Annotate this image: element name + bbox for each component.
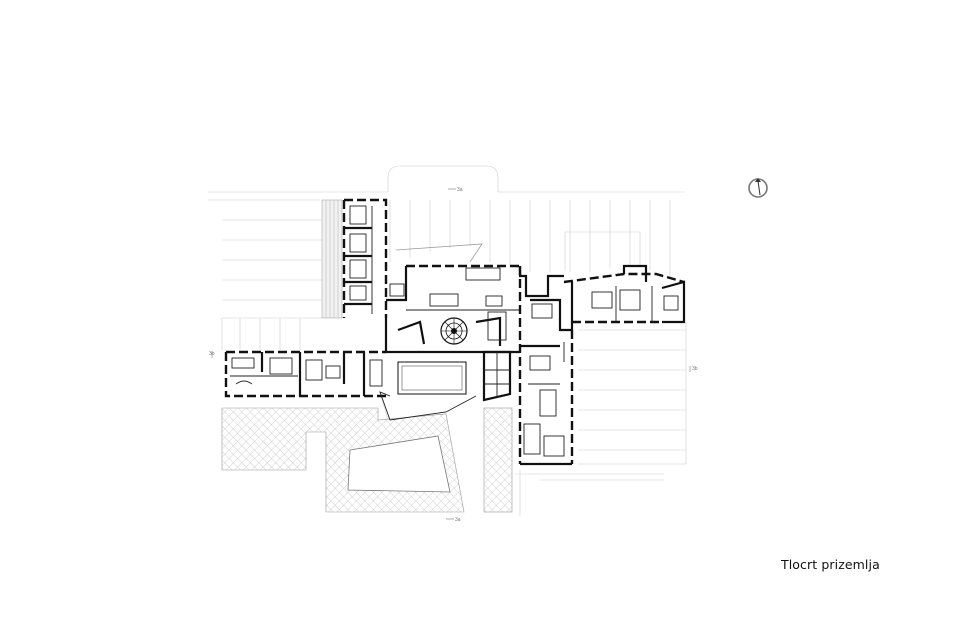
- pool: [379, 361, 477, 421]
- section-mark-label: 3b: [692, 366, 698, 372]
- north-arrow-icon: [748, 178, 768, 198]
- section-mark-top: 3a: [448, 187, 463, 193]
- core-block: [482, 350, 512, 402]
- section-mark-label: 3a: [457, 187, 463, 193]
- hatched-terrain: [221, 407, 513, 513]
- southwest-wing: [224, 350, 386, 398]
- drawing-caption: Tlocrt prizemlja: [781, 557, 880, 572]
- section-mark-bottom: 3a: [446, 517, 461, 523]
- section-mark-label: 3a: [455, 517, 461, 523]
- section-mark-label: 3b: [209, 351, 215, 357]
- south-wing: [518, 266, 574, 466]
- west-wing: [342, 198, 388, 318]
- east-wing: [518, 264, 686, 332]
- section-mark-left: 3b: [209, 351, 215, 358]
- central-hall: [384, 264, 520, 354]
- site-context-lines: [208, 165, 687, 516]
- terrace-strip: [321, 199, 343, 319]
- section-mark-right: 3b: [689, 366, 698, 372]
- tree-symbol-icon: [440, 317, 468, 345]
